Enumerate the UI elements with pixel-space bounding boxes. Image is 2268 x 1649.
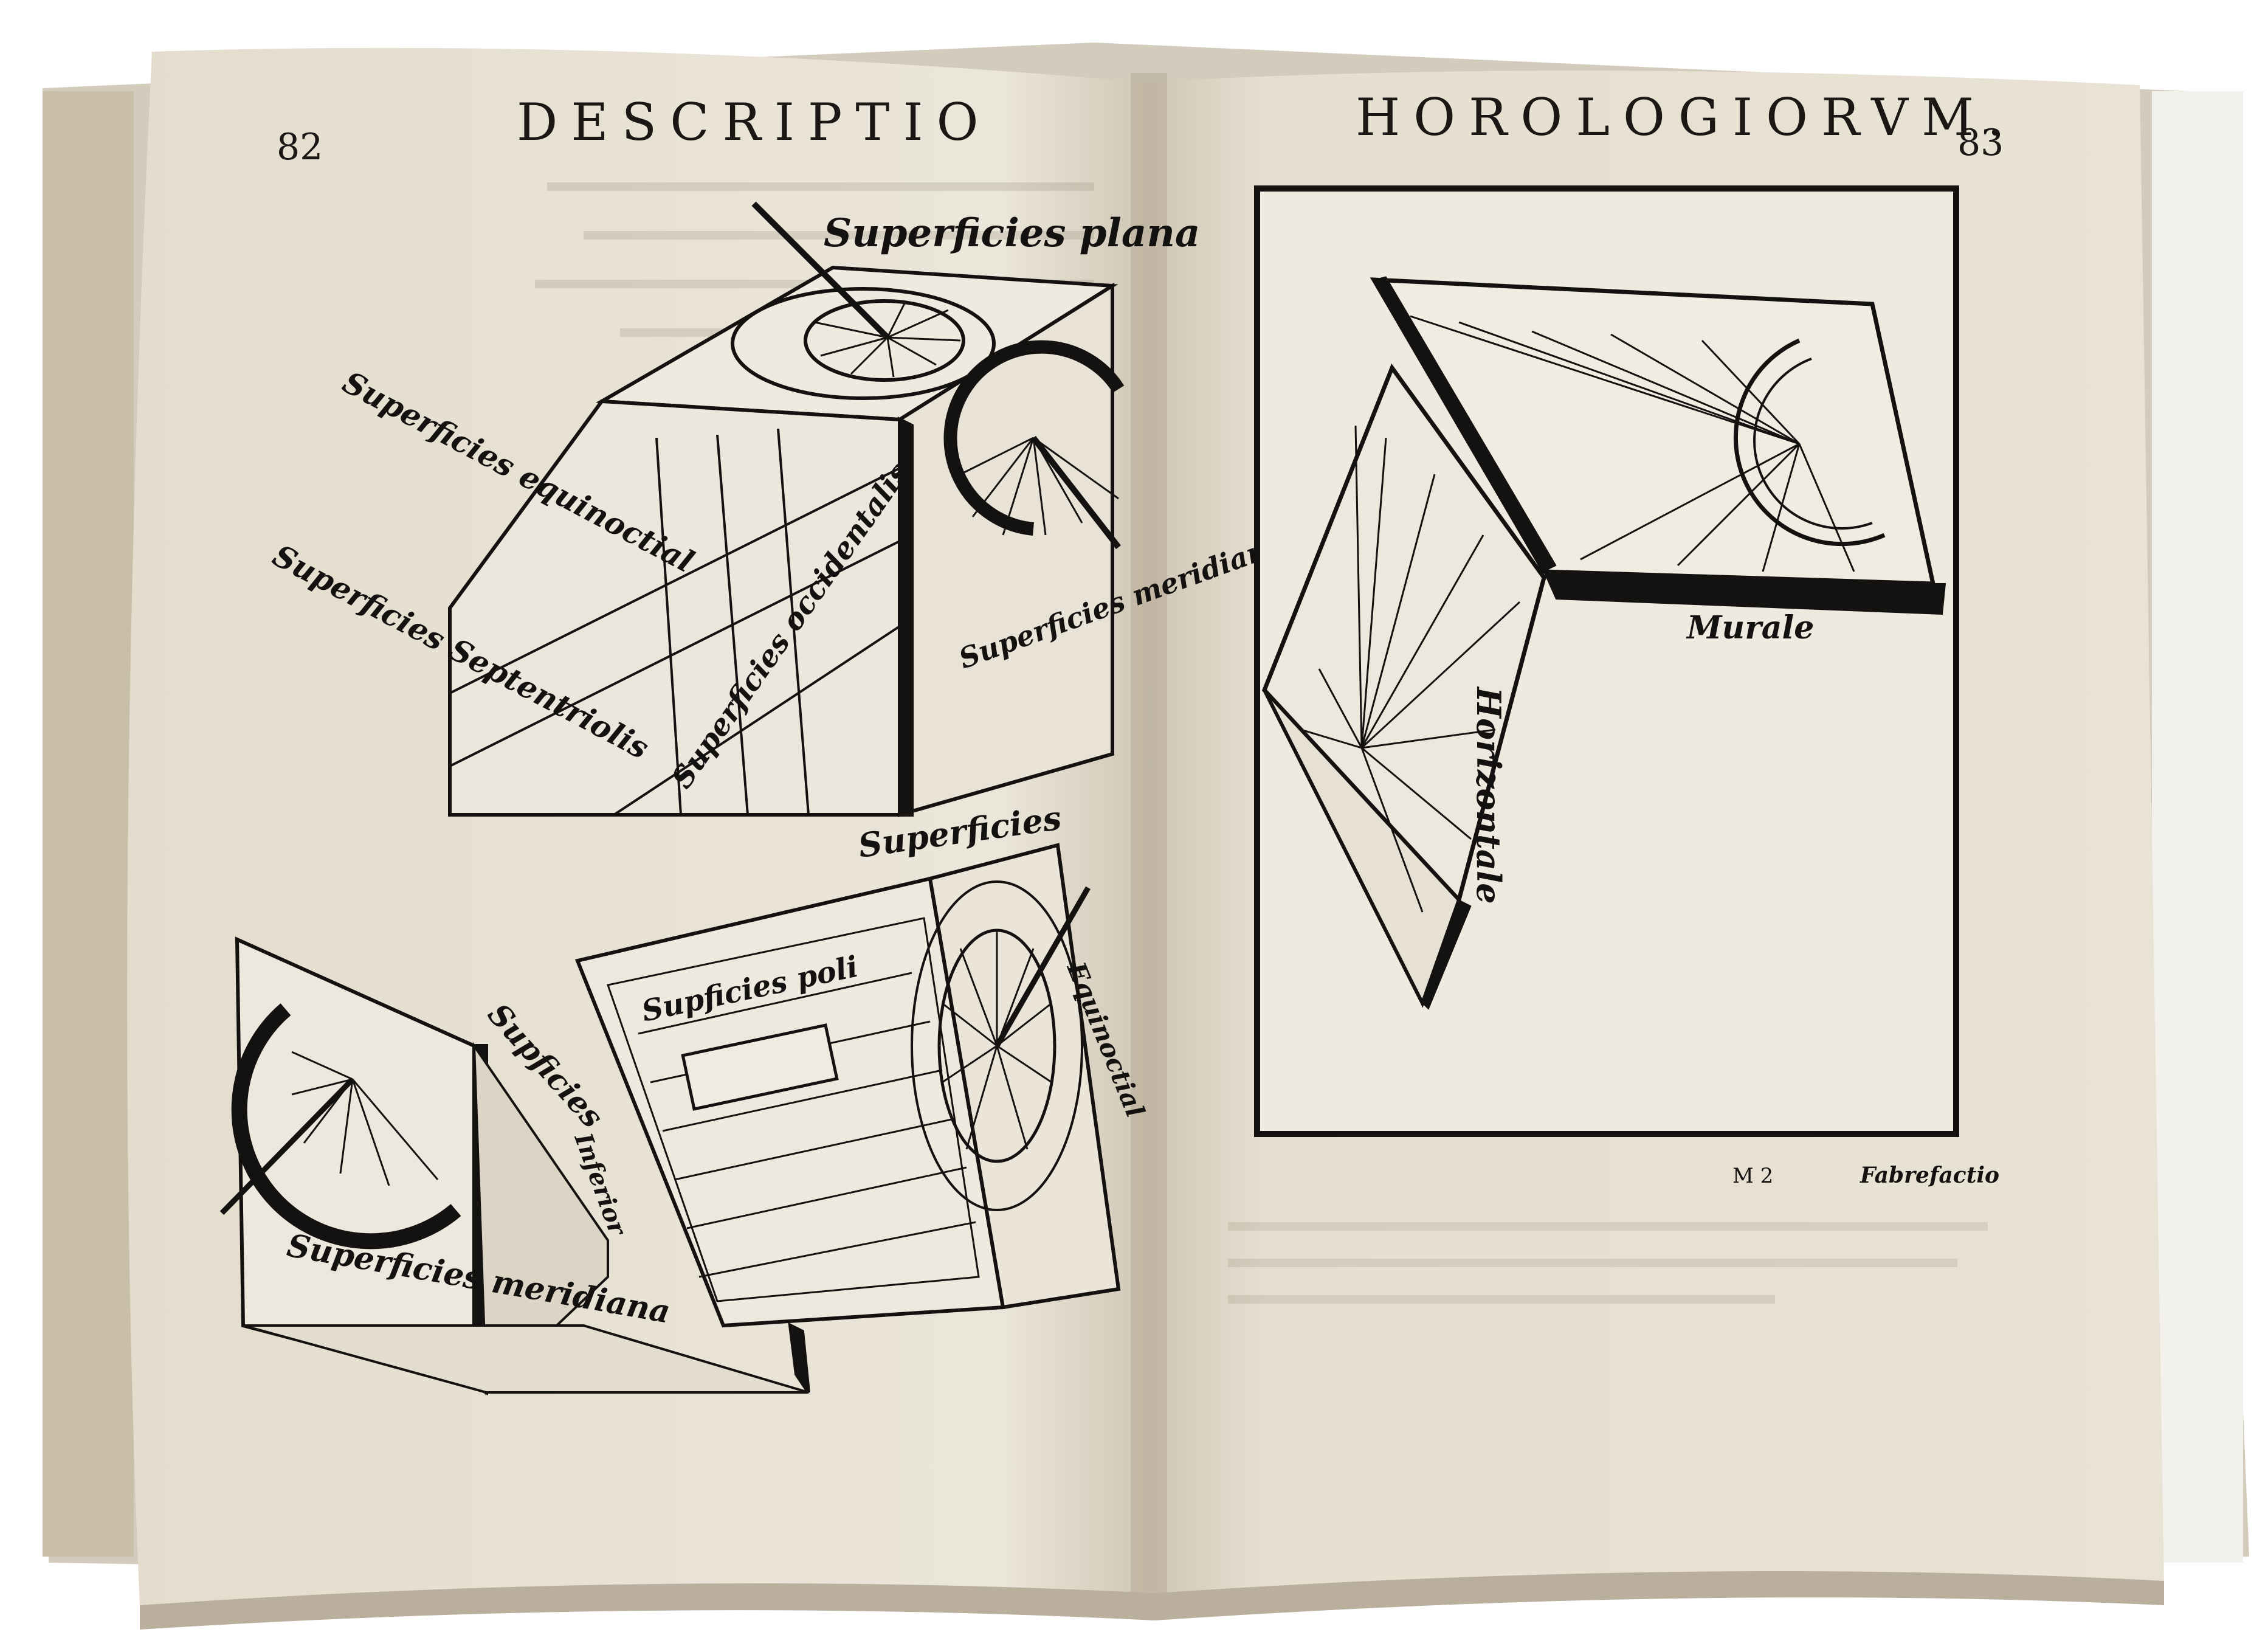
label-superficies-plana: Superficies plana (824, 210, 1200, 256)
cube-dial-woodcut (448, 201, 1125, 817)
label-murale: Murale (1686, 609, 1814, 646)
label-horizontale: Horizontale (1469, 686, 1508, 904)
left-page-number: 82 (277, 126, 323, 168)
right-running-head: HOROLOGIORVM. (1356, 88, 2017, 147)
catchword: Fabrefactio (1860, 1163, 1999, 1188)
cover-edge-right (2152, 91, 2243, 1563)
right-page-number: 83 (1957, 122, 2004, 164)
gutter-shadow (1131, 73, 1167, 1599)
signature-mark: M 2 (1732, 1164, 1773, 1188)
wall-horizontal-dial-woodcut (1254, 185, 1959, 1137)
left-running-head: DESCRIPTIO (517, 92, 992, 152)
show-through-text-right (1228, 1222, 1988, 1304)
page-edges-bottom (140, 1571, 2164, 1630)
cover-edge-left (43, 91, 134, 1557)
polar-dial-woodcut (219, 843, 1121, 1395)
